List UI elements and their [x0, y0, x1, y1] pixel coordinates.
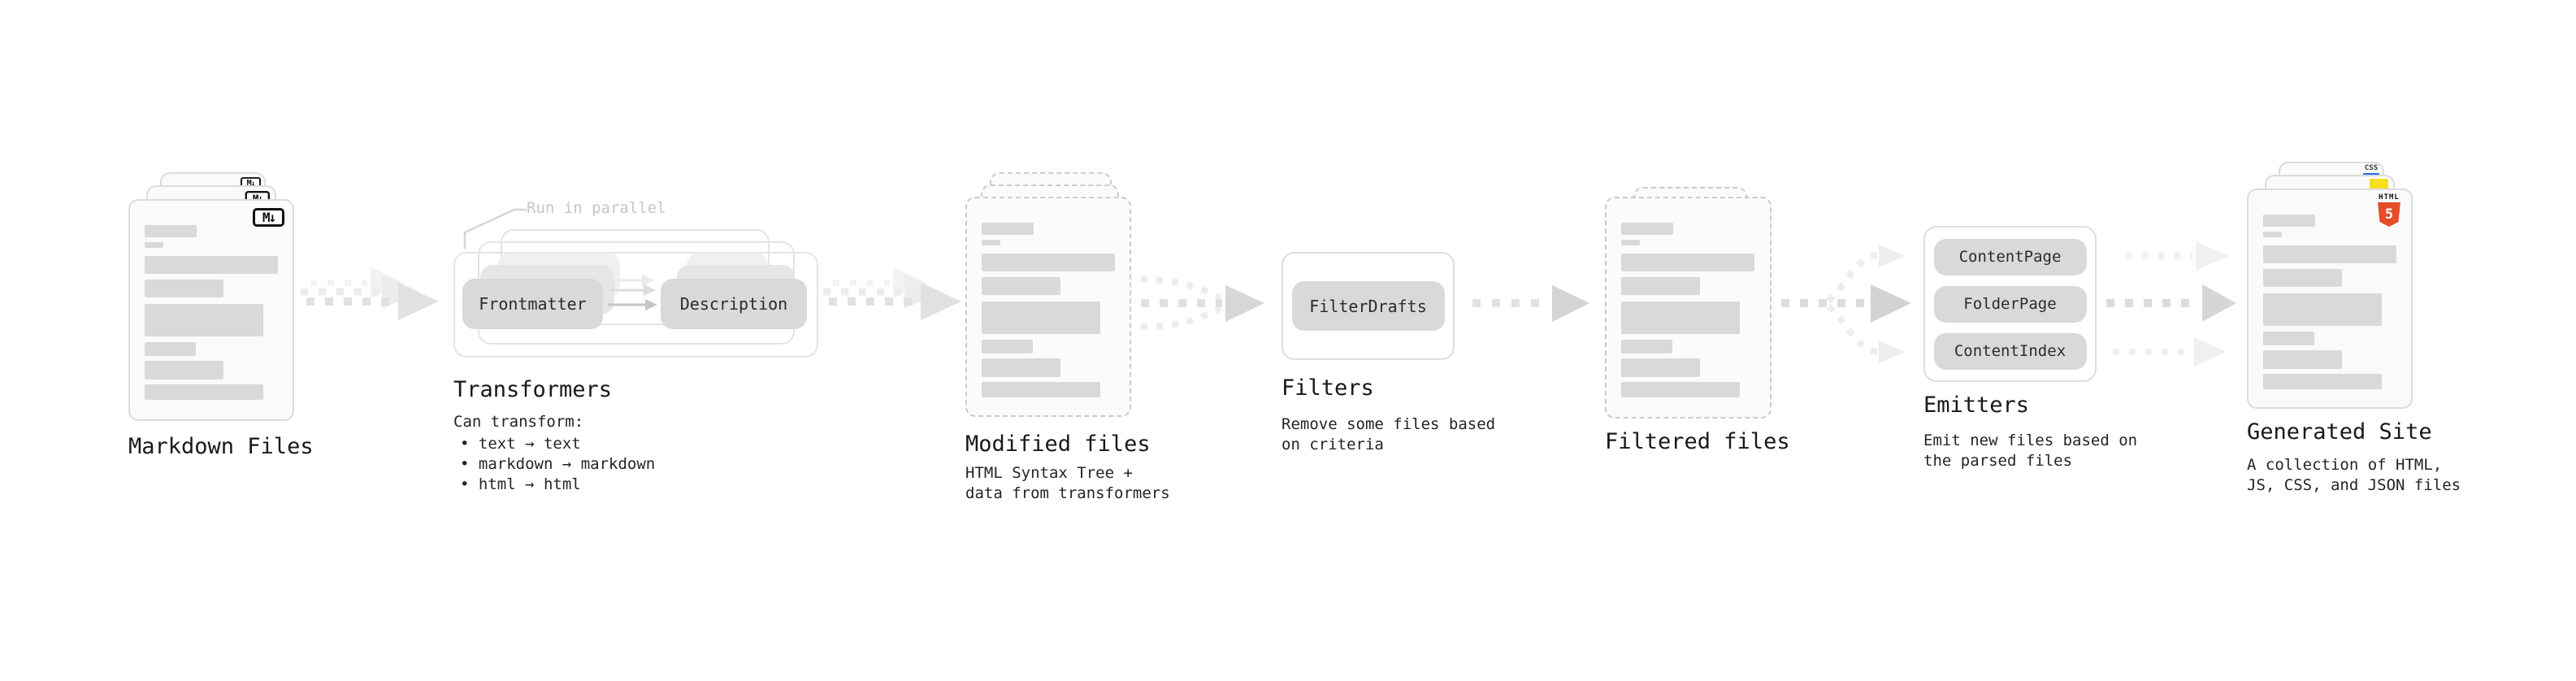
skeleton-bar — [1621, 301, 1740, 334]
skeleton-bar — [1621, 240, 1640, 245]
filtered-file-card-front — [1605, 197, 1772, 419]
emitters-panel: ContentPage FolderPage ContentIndex — [1923, 226, 2097, 382]
document-skeleton — [1621, 223, 1754, 397]
transformer-container-front — [453, 252, 818, 358]
skeleton-bar — [2263, 269, 2342, 287]
skeleton-bar — [2263, 215, 2315, 227]
skeleton-bar — [2263, 350, 2342, 369]
js-icon — [2370, 179, 2388, 190]
skeleton-bar — [145, 242, 163, 248]
contentindex-pill: ContentIndex — [1933, 332, 2087, 370]
frontmatter-pill: Frontmatter — [462, 279, 603, 329]
html5-badge-shield: 5 — [2378, 202, 2400, 227]
generated-site-stack: CSS HTML 5 — [2247, 162, 2418, 414]
skeleton-bar — [982, 382, 1100, 397]
arrow-modified-to-filters — [1140, 276, 1264, 330]
bullet-item: • markdown → markdown — [460, 455, 656, 473]
skeleton-bar — [2263, 293, 2382, 326]
skeleton-bar — [1621, 358, 1700, 377]
skeleton-bar — [2263, 332, 2314, 345]
skeleton-bar — [982, 254, 1115, 271]
modified-files-desc: HTML Syntax Tree + data from transformer… — [965, 464, 1170, 502]
skeleton-bar — [2263, 374, 2382, 389]
skeleton-bar — [982, 358, 1060, 377]
filtered-files-label: Filtered files — [1605, 429, 1790, 454]
skeleton-bar — [982, 277, 1060, 295]
skeleton-bar — [982, 240, 1000, 245]
skeleton-bar — [145, 280, 223, 297]
modified-file-card-front — [965, 197, 1131, 417]
generated-site-desc: A collection of HTML, JS, CSS, and JSON … — [2247, 456, 2461, 494]
contentpage-pill: ContentPage — [1933, 238, 2087, 275]
arrow-filters-to-filtered — [1472, 285, 1589, 322]
skeleton-bar — [1621, 340, 1672, 354]
emitters-desc: Emit new files based on the parsed files — [1923, 432, 2138, 470]
arrow-transformers-to-modified — [823, 267, 961, 320]
emitters-label: Emitters — [1923, 393, 2030, 418]
transformers-desc-title: Can transform: — [453, 413, 584, 431]
css-badge-text: CSS — [2364, 164, 2379, 172]
document-skeleton — [2263, 215, 2396, 389]
skeleton-bar — [982, 223, 1034, 235]
skeleton-bar — [982, 340, 1033, 354]
skeleton-bar — [145, 384, 263, 400]
document-skeleton — [145, 225, 278, 400]
description-pill: Description — [661, 279, 807, 329]
modified-files-stack — [965, 172, 1136, 420]
markdown-badge-icon: M↓ — [253, 208, 284, 227]
transformers-label: Transformers — [453, 377, 613, 402]
skeleton-bar — [1621, 223, 1673, 235]
bullet-item: • html → html — [460, 475, 581, 493]
html5-badge-number: 5 — [2384, 206, 2394, 223]
skeleton-bar — [982, 301, 1100, 334]
skeleton-bar — [145, 361, 223, 380]
filtered-files-stack — [1605, 187, 1776, 423]
folderpage-pill: FolderPage — [1933, 285, 2087, 323]
markdown-files-stack: M↓ M↓ M↓ — [128, 172, 327, 424]
skeleton-bar — [2263, 232, 2282, 237]
filters-desc: Remove some files based on criteria — [1281, 415, 1496, 453]
skeleton-bar — [1621, 277, 1700, 295]
document-skeleton — [982, 223, 1115, 397]
markdown-file-card-front: M↓ — [128, 199, 294, 421]
skeleton-bar — [1621, 254, 1754, 271]
filterdrafts-pill: FilterDrafts — [1291, 281, 1445, 331]
modified-files-label: Modified files — [965, 432, 1151, 457]
arrow-emitters-to-generated — [2106, 241, 2236, 367]
html5-icon: HTML 5 — [2378, 193, 2400, 227]
skeleton-bar — [145, 256, 278, 274]
skeleton-bar — [1621, 382, 1740, 397]
transformers-bullet-list: • text → text • markdown → markdown • ht… — [460, 434, 655, 495]
filters-panel: FilterDrafts — [1281, 252, 1455, 360]
skeleton-bar — [145, 304, 263, 336]
generated-file-card-html: HTML 5 — [2247, 189, 2413, 409]
filters-label: Filters — [1281, 375, 1374, 401]
run-in-parallel-annotation: Run in parallel — [527, 199, 666, 217]
markdown-files-label: Markdown Files — [128, 434, 314, 459]
skeleton-bar — [2263, 245, 2396, 263]
arrow-filtered-to-emitters — [1781, 245, 1911, 363]
skeleton-bar — [145, 342, 196, 356]
generated-site-label: Generated Site — [2247, 419, 2432, 445]
html5-badge-word: HTML — [2379, 193, 2400, 202]
bullet-item: • text → text — [460, 435, 581, 453]
skeleton-bar — [145, 225, 197, 237]
